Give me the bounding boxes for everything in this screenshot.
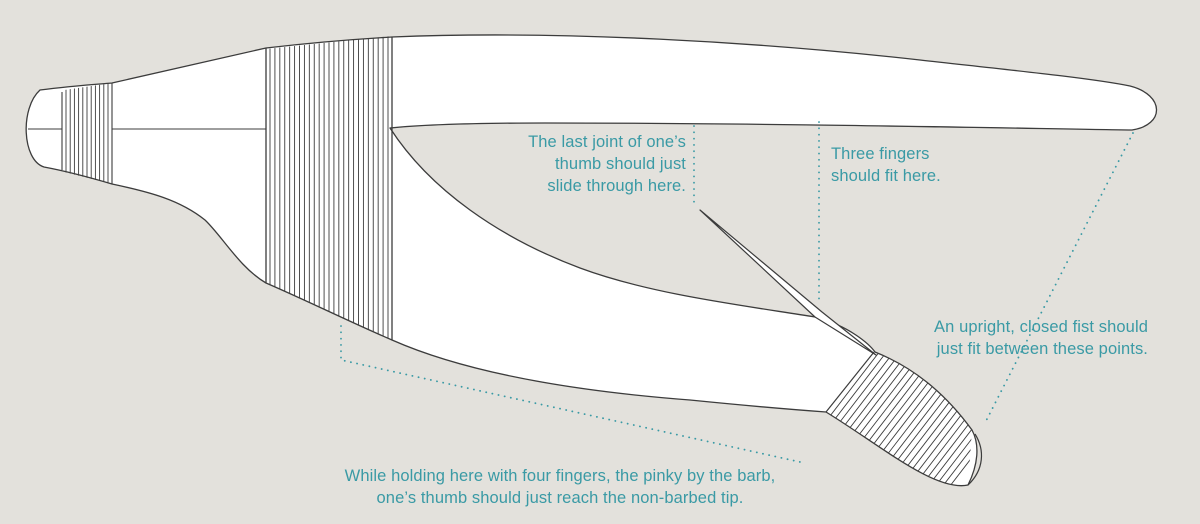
- handle-body: [25, 34, 1158, 487]
- tip-wrap-line: [919, 402, 972, 486]
- thumb-joint-line-1: The last joint of one’s: [528, 133, 686, 151]
- closed-fist-line-1: An upright, closed fist should: [934, 318, 1148, 336]
- closed-fist-annotation: An upright, closed fist should just fit …: [934, 316, 1148, 360]
- closed-fist-line-2: just fit between these points.: [936, 340, 1148, 358]
- three-fingers-annotation: Three fingers should fit here.: [831, 143, 941, 187]
- hold-guide-line: [340, 325, 801, 463]
- fist-guide-line: [985, 132, 1134, 422]
- four-fingers-hold-line-1: While holding here with four fingers, th…: [344, 467, 776, 485]
- three-fingers-line-2: should fit here.: [831, 167, 941, 185]
- barb: [699, 209, 877, 356]
- four-fingers-hold-annotation: While holding here with four fingers, th…: [270, 465, 850, 509]
- tip-wrap-line: [913, 399, 972, 486]
- tip-wrap-edge: [825, 351, 875, 413]
- tip-wrap-line: [826, 352, 891, 453]
- four-fingers-hold-line-2: one’s thumb should just reach the non-ba…: [376, 489, 744, 507]
- guide-lines: [340, 121, 1134, 463]
- tip-wrap-line: [924, 405, 972, 486]
- tip-wrap-line: [826, 352, 885, 450]
- thumb-joint-line-2: thumb should just: [554, 155, 686, 173]
- three-fingers-line-1: Three fingers: [831, 145, 930, 163]
- thumb-joint-line-3: slide through here.: [547, 177, 686, 195]
- tip-cap-edge: [967, 433, 982, 486]
- head-wrapping: [65, 83, 109, 184]
- thumb-joint-annotation: The last joint of one’s thumb should jus…: [528, 131, 686, 197]
